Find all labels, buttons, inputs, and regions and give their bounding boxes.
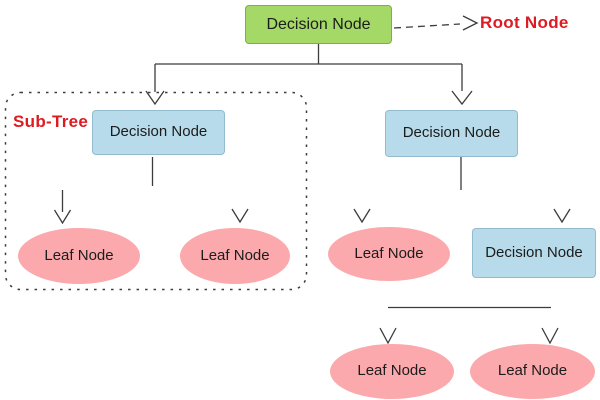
- root-node-annotation: Root Node: [480, 13, 569, 32]
- arrowhead-subtree-leaf2: [231, 208, 249, 224]
- arrowhead-bottom-leaf2: [541, 327, 559, 345]
- right-decision-node: Decision Node: [385, 110, 518, 157]
- arrowhead-subtree-leaf1: [53, 209, 72, 225]
- subtree-leaf-node-1: Leaf Node: [18, 228, 140, 284]
- subtree-label: Sub-Tree: [13, 112, 89, 131]
- root-decision-node: Decision Node: [245, 5, 392, 44]
- root-annotation-dashed-line: [393, 23, 461, 29]
- bottom-leaf-node-2: Leaf Node: [470, 344, 595, 399]
- right-leaf-node: Leaf Node: [328, 227, 450, 281]
- arrowhead-right-subdecision: [553, 208, 571, 224]
- subtree-leaf-node-2: Leaf Node: [180, 228, 290, 284]
- subtree-decision-node: Decision Node: [92, 110, 225, 155]
- arrowhead-bottom-leaf1: [379, 327, 397, 345]
- arrowhead-right-leaf: [353, 208, 371, 224]
- arrowhead-left-subtree: [145, 90, 165, 106]
- root-annotation-arrowhead: [462, 15, 479, 31]
- root-children-connector: [154, 44, 463, 92]
- arrowhead-right-decision: [451, 90, 473, 106]
- right-sub-decision-node: Decision Node: [472, 228, 596, 278]
- bottom-leaf-node-1: Leaf Node: [330, 344, 454, 399]
